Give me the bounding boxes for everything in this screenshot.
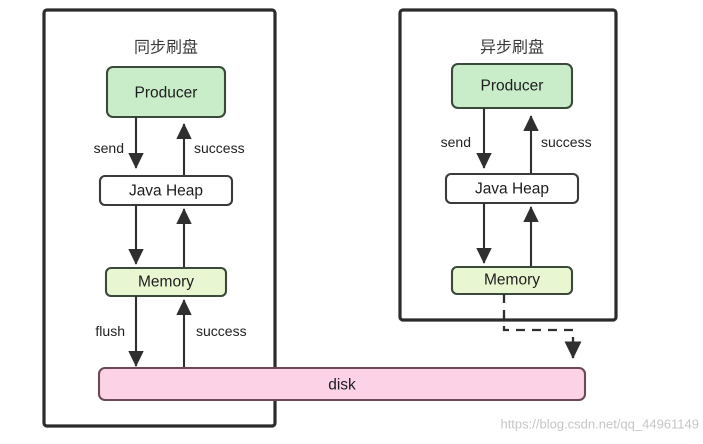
edge-label-async-success: success (541, 134, 592, 150)
panel-sync-title: 同步刷盘 (134, 38, 198, 57)
node-sync-java-heap-box[interactable] (98, 174, 234, 207)
node-async-java-heap-box[interactable] (444, 172, 580, 205)
panel-sync: 同步刷盘 Producer send success Java Heap (42, 8, 277, 428)
node-async-java-heap[interactable]: Java Heap (444, 172, 580, 205)
node-sync-java-heap-label: Java Heap (129, 183, 203, 200)
node-sync-java-heap[interactable]: Java Heap (98, 174, 234, 207)
panel-sync-frame (42, 8, 277, 428)
node-sync-producer-label: Producer (135, 85, 198, 102)
node-disk-box[interactable] (97, 366, 587, 402)
edge-label-sync-flush: flush (95, 323, 125, 339)
panel-async: 异步刷盘 Producer send success Java Heap (398, 8, 618, 322)
node-async-memory-label: Memory (484, 272, 540, 289)
node-async-producer-label: Producer (481, 78, 544, 95)
node-sync-producer-box[interactable] (105, 65, 227, 119)
watermark-text: https://blog.csdn.net/qq_44961149 (500, 417, 699, 432)
panel-async-title: 异步刷盘 (480, 38, 544, 57)
node-sync-producer[interactable]: Producer (105, 65, 227, 119)
node-async-memory[interactable]: Memory (450, 265, 574, 296)
node-async-producer-box[interactable] (450, 62, 574, 110)
node-sync-memory-label: Memory (138, 274, 194, 291)
edge-label-sync-success-disk: success (196, 323, 247, 339)
node-sync-memory[interactable]: Memory (104, 266, 228, 298)
node-async-producer[interactable]: Producer (450, 62, 574, 110)
node-disk-label: disk (328, 377, 356, 394)
node-async-memory-box[interactable] (450, 265, 574, 296)
node-sync-memory-box[interactable] (104, 266, 228, 298)
edge-label-sync-success-heap: success (194, 140, 245, 156)
panel-async-frame (398, 8, 618, 322)
edge-label-sync-send: send (94, 140, 124, 156)
edge-label-async-send: send (441, 134, 471, 150)
node-async-java-heap-label: Java Heap (475, 181, 549, 198)
edge-async-memory-to-disk-dashed (502, 294, 582, 359)
node-disk[interactable]: disk (97, 366, 587, 402)
